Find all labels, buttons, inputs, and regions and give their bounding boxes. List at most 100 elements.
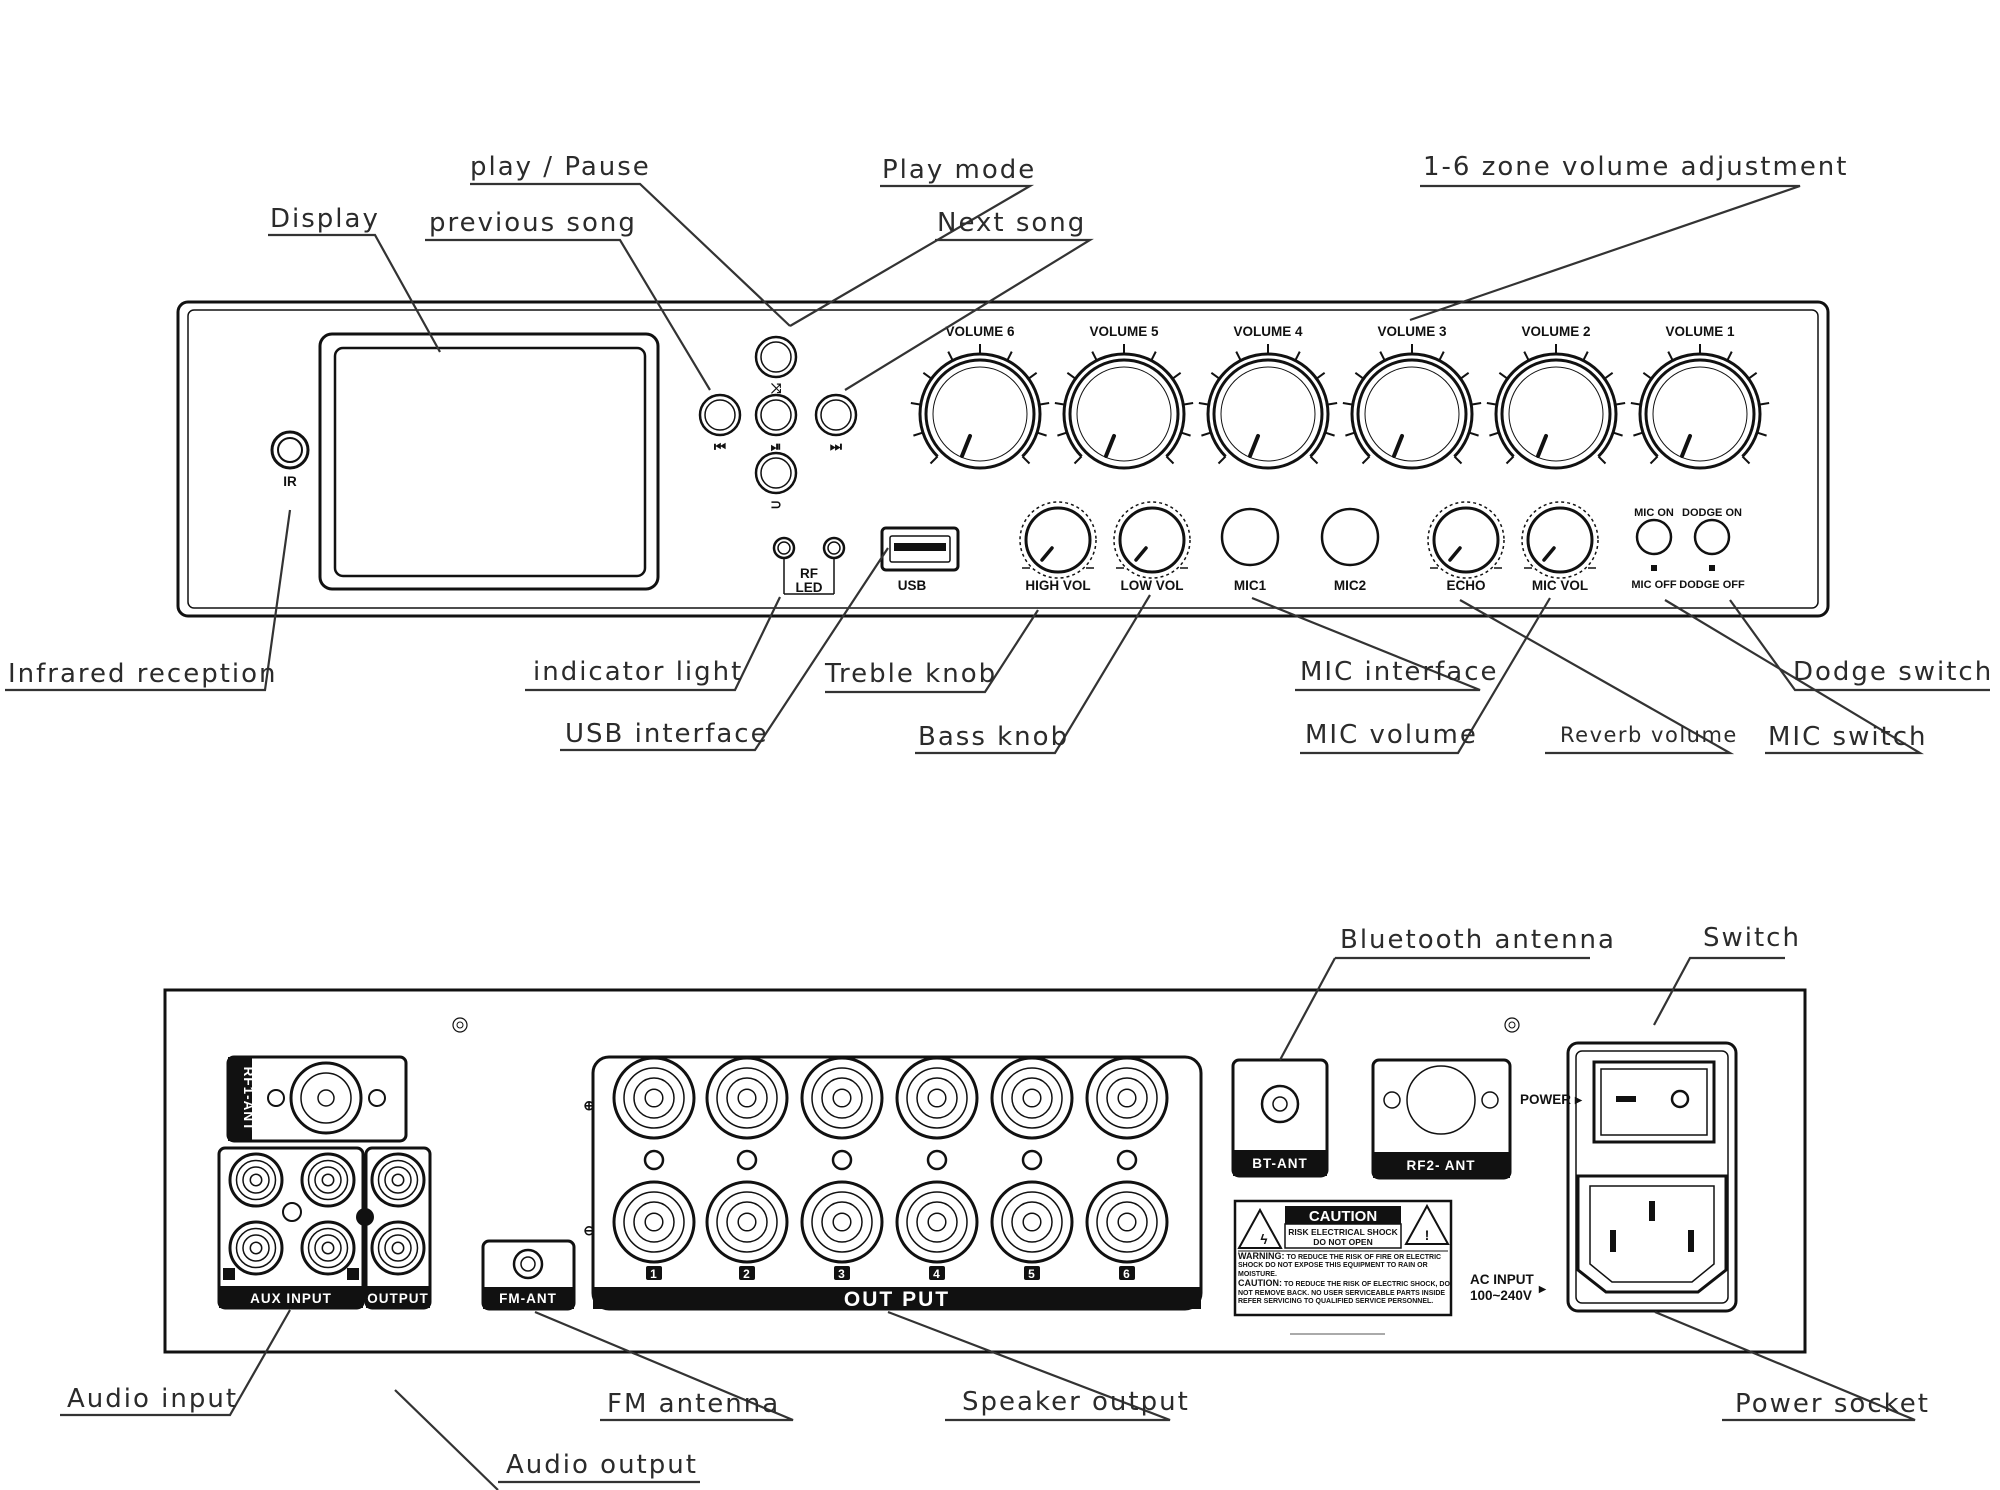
mic1-label: MIC1 [1234,578,1267,593]
caution-heading: CAUTION: [1238,1278,1282,1289]
play-mode-button[interactable]: ⤨ [754,335,798,396]
callout-usb-interface: USB interface [565,719,769,749]
aux-jack-4[interactable] [300,1220,356,1276]
warning-heading: WARNING: [1238,1252,1285,1261]
treble-knob[interactable] [1019,501,1097,579]
volume-knob-5[interactable]: VOLUME 5 [1054,324,1194,470]
rear-panel-outline [163,988,1807,1354]
rf1-ant-connector[interactable] [226,1055,408,1143]
ir-sensor-lens [277,437,303,463]
screw-left [452,1017,468,1033]
previous-icon: ⏮ [714,439,727,454]
volume-knob-1[interactable]: VOLUME 1 [1630,324,1770,470]
speaker-terminal-positive[interactable] [1085,1056,1169,1140]
volume-knob-label: VOLUME 1 [1665,324,1735,339]
speaker-terminal-negative[interactable] [800,1180,884,1264]
ac-input-arrow-icon: ▸ [1538,1281,1547,1296]
speaker-terminal-positive[interactable] [612,1056,696,1140]
usb-port[interactable] [880,526,960,572]
speaker-terminal-negative[interactable] [705,1180,789,1264]
out-put-label: OUT PUT [844,1288,950,1311]
aux-jack-3[interactable] [228,1220,284,1276]
speaker-channel-2: 2 [705,1056,789,1281]
speaker-terminal-negative[interactable] [1085,1180,1169,1264]
callout-audio-output: Audio output [506,1450,698,1480]
play-pause-button[interactable]: ⏯ [754,393,798,454]
aux-input-block [217,1146,365,1310]
speaker-channel-6: 6 [1085,1056,1169,1281]
rf-label: RF [800,566,818,581]
volume-knob-2[interactable]: VOLUME 2 [1486,324,1626,470]
next-song-button[interactable]: ⏭ [814,393,858,454]
channel-number-badge [1119,1266,1135,1280]
mic1-jack[interactable] [1220,507,1280,567]
aux-input-jacks [228,1152,356,1276]
speaker-terminal-negative[interactable] [612,1180,696,1264]
speaker-terminal-negative[interactable] [895,1180,979,1264]
speaker-terminal-positive[interactable] [895,1056,979,1140]
small-knobs [1019,501,1599,579]
output-jack-2[interactable] [370,1220,426,1276]
power-switch[interactable] [1592,1060,1716,1144]
dodge-switch[interactable]: DODGE ON DODGE OFF [1679,507,1745,591]
volume-knob-3[interactable]: VOLUME 3 [1342,324,1482,470]
power-arrow-icon: ▸ [1574,1092,1583,1107]
speaker-terminal-negative[interactable] [990,1180,1074,1264]
channel-number: 6 [1123,1267,1131,1281]
channel-number: 3 [838,1267,846,1281]
channel-number-badge [929,1266,945,1280]
aux-jack-2[interactable] [300,1152,356,1208]
mic-vol-label: MIC VOL [1532,578,1588,593]
terminal-hole [1021,1149,1043,1171]
fm-ant-connector[interactable] [481,1239,576,1311]
rf2-ant-connector[interactable] [1371,1058,1512,1180]
mic-on-label: MIC ON [1634,507,1674,519]
power-module [1566,1041,1738,1313]
speaker-terminal-positive[interactable] [990,1056,1074,1140]
channel-number-badge [834,1266,850,1280]
exclamation-glyph: ! [1425,1228,1430,1243]
previous-song-button[interactable]: ⏮ [698,393,742,454]
mic-switch[interactable]: MIC ON MIC OFF [1631,507,1676,591]
callout-next-song: Next song [937,208,1086,238]
speaker-terminal-positive[interactable] [705,1056,789,1140]
ir-sensor [270,430,310,470]
volume-knob-6[interactable]: VOLUME 6 [910,324,1050,470]
front-panel: IR ⤨ ⏮ ⏯ ⏭ ⊃ [176,300,1830,618]
bass-knob[interactable] [1113,501,1191,579]
output-jacks [370,1152,426,1276]
echo-knob[interactable] [1427,501,1505,579]
rear-panel: RF1-ANT AUX INPUT OUTPUT FM-ANT [163,988,1807,1354]
channel-number: 2 [743,1267,751,1281]
mic2-jack[interactable] [1320,507,1380,567]
callout-mic-switch: MIC switch [1768,722,1928,752]
power-socket[interactable] [1576,1174,1728,1294]
callout-audio-input: Audio input [67,1384,238,1414]
front-panel-inner-outline [187,309,1819,609]
speaker-channel-3: 3 [800,1056,884,1281]
rear-leader-lines [60,956,1916,1490]
callout-switch: Switch [1703,923,1801,953]
rf2-ant-label: RF2- ANT [1407,1158,1476,1173]
callout-play-pause: play / Pause [470,152,651,182]
exclamation-warning-icon [1404,1203,1450,1245]
speaker-terminal-positive[interactable] [800,1056,884,1140]
speaker-output-bar [593,1287,1201,1309]
terminal-hole [643,1149,665,1171]
terminal-hole [926,1149,948,1171]
mic-volume-knob[interactable] [1521,501,1599,579]
bt-ant-label: BT-ANT [1252,1156,1308,1171]
lightning-glyph: ϟ [1260,1232,1267,1247]
volume-knob-label: VOLUME 3 [1377,324,1447,339]
warning-text: TO REDUCE THE RISK OF FIRE OR ELECTRIC S… [1238,1254,1442,1278]
volume-knob-4[interactable]: VOLUME 4 [1198,324,1338,470]
display-bezel [318,332,660,591]
channel-number: 1 [650,1267,658,1281]
output-jack-1[interactable] [370,1152,426,1208]
terminal-hole [736,1149,758,1171]
aux-jack-1[interactable] [228,1152,284,1208]
repeat-button[interactable]: ⊃ [754,451,798,512]
channel-number: 4 [933,1267,941,1281]
caution-title: CAUTION [1309,1208,1377,1225]
